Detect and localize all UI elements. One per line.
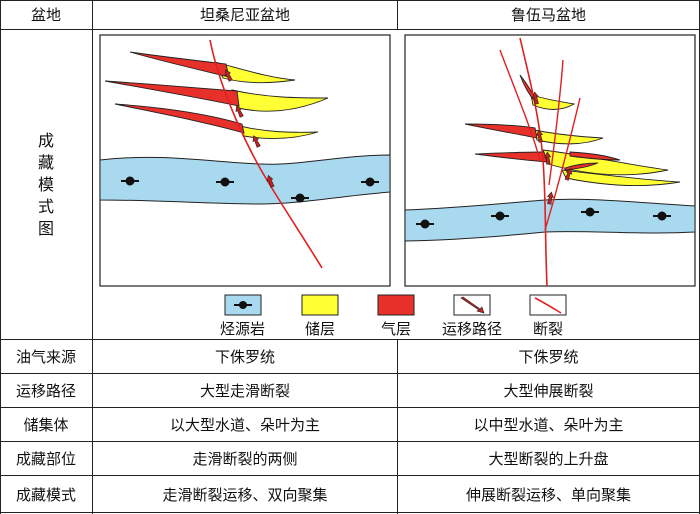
row-label-migration-path: 运移路径: [15, 382, 76, 400]
fault-line: [519, 37, 548, 286]
gas-layer-swatch: [377, 294, 415, 316]
row-divider: [0, 407, 700, 408]
reservoir-layer: [561, 169, 681, 186]
ruvuma-oil-source: 下侏罗统: [518, 348, 579, 366]
pattern-label-char: 成: [37, 130, 54, 150]
migration-path-swatch: [453, 294, 491, 316]
ruvuma-diagram: [404, 34, 696, 287]
tanzania-diagram: [99, 34, 391, 287]
table-border-bottom: [0, 512, 700, 513]
ruvuma-migration-path: 大型伸展断裂: [503, 382, 594, 400]
pattern-label-char: 图: [37, 218, 54, 238]
reservoir-layer: [239, 125, 319, 140]
tanzania-accumulation-mode: 走滑断裂运移、双向聚集: [162, 485, 328, 504]
row-divider: [0, 475, 700, 476]
ruvuma-accumulation-location: 大型断裂的上升盘: [488, 450, 609, 468]
legend-gas-layer: 气层: [377, 294, 415, 339]
fault-line: [544, 97, 581, 231]
row-label-oil-source: 油气来源: [15, 348, 76, 366]
row-divider: [0, 339, 700, 340]
row-label-accumulation-mode: 成藏模式: [15, 485, 76, 504]
row-label-accumulation-location: 成藏部位: [15, 450, 76, 468]
table-border-left: [0, 0, 1, 514]
reservoir-layer: [214, 61, 296, 84]
source-rock-layer: [405, 198, 695, 242]
gas-layer: [564, 162, 599, 171]
pattern-label-char: 藏: [37, 152, 54, 172]
pattern-diagram-row-label: 成 藏 模 式 图: [0, 30, 92, 339]
fault-line: [499, 49, 541, 161]
ruvuma-reservoir-body: 以中型水道、朵叶为主: [473, 416, 624, 434]
row-divider: [0, 441, 700, 442]
column-divider-header: [397, 0, 398, 30]
row-divider: [0, 373, 700, 374]
pattern-label-char: 式: [37, 196, 54, 216]
tanzania-migration-path: 大型走滑断裂: [199, 382, 290, 400]
legend-source-rock-label: 烃源岩: [220, 320, 266, 338]
reservoir-layer: [533, 129, 604, 145]
source-rock-layer: [100, 154, 390, 205]
gas-layer: [104, 80, 240, 107]
table-border-top: [0, 0, 700, 1]
header-divider: [0, 29, 700, 30]
column-divider-rows: [397, 339, 398, 514]
legend-source-rock: 烃源岩: [220, 294, 265, 339]
header-tanzania-basin: 坦桑尼亚盆地: [199, 6, 290, 24]
header-ruvuma-basin: 鲁伍马盆地: [510, 6, 586, 24]
fault-line: [548, 59, 564, 186]
row-label-reservoir-body: 储集体: [23, 416, 69, 434]
source-rock-swatch: [224, 294, 261, 316]
fault-swatch: [529, 294, 567, 316]
legend-migration-path-label: 运移路径: [442, 320, 503, 338]
gas-layer: [464, 123, 538, 139]
pattern-label-char: 模: [37, 174, 54, 194]
reservoir-layer: [231, 89, 329, 112]
reservoir-swatch: [301, 294, 339, 316]
tanzania-accumulation-location: 走滑断裂的两侧: [192, 450, 298, 468]
ruvuma-accumulation-mode: 伸展断裂运移、单向聚集: [465, 485, 631, 504]
tanzania-oil-source: 下侏罗统: [214, 348, 275, 366]
label-column-divider: [92, 0, 93, 514]
legend-fault-label: 断裂: [532, 320, 563, 338]
legend: 烃源岩 储层 气层 运移路径 断裂: [93, 290, 699, 339]
tanzania-reservoir-body: 以大型水道、朵叶为主: [169, 416, 320, 434]
legend-reservoir: 储层: [301, 294, 339, 339]
header-basin-label: 盆地: [30, 6, 61, 24]
gas-layer: [114, 103, 245, 134]
gas-layer: [569, 151, 621, 161]
accumulation-diagrams: [99, 34, 696, 287]
legend-gas-layer-label: 气层: [380, 320, 411, 338]
reservoir-layer: [530, 94, 576, 110]
legend-reservoir-label: 储层: [304, 320, 335, 338]
legend-migration-path: 运移路径: [442, 294, 502, 339]
legend-fault: 断裂: [529, 294, 567, 339]
